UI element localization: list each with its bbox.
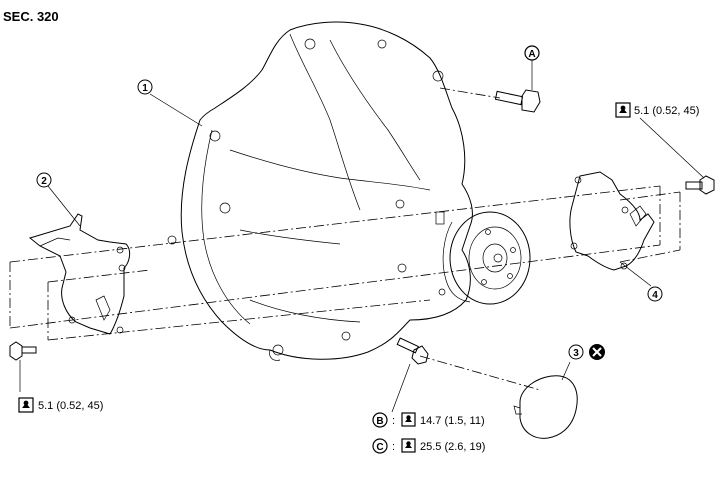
svg-text:14.7 (1.5, 11): 14.7 (1.5, 11) <box>420 415 485 427</box>
left-bracket <box>28 213 131 335</box>
torque-legend-c: C : 25.5 (2.6, 19) <box>372 438 485 454</box>
callout-2: 2 <box>36 172 52 188</box>
svg-text:25.5 (2.6, 19): 25.5 (2.6, 19) <box>420 441 485 453</box>
callout-3: 3 <box>568 344 584 360</box>
callout-4: 4 <box>647 286 663 302</box>
do-not-reuse-icon <box>589 344 605 360</box>
callout-a: A <box>524 45 540 61</box>
bolt-lower-left <box>9 341 37 392</box>
torque-wrench-icon <box>615 102 631 118</box>
plug <box>513 361 578 439</box>
svg-text:A: A <box>528 49 535 60</box>
torque-spec-upper-right: 5.1 (0.52, 45) <box>615 102 699 118</box>
right-bracket <box>569 171 655 271</box>
svg-text:2: 2 <box>41 176 47 187</box>
torque-wrench-icon <box>18 397 34 413</box>
svg-text:5.1 (0.52, 45): 5.1 (0.52, 45) <box>38 400 103 412</box>
svg-text:B: B <box>376 416 383 427</box>
svg-text:1: 1 <box>142 83 148 94</box>
bolt-upper-right <box>639 117 715 195</box>
section-label: SEC. 320 <box>3 9 59 24</box>
svg-text:5.1 (0.52, 45): 5.1 (0.52, 45) <box>634 105 699 117</box>
torque-wrench-icon <box>401 438 416 453</box>
bolt-a <box>494 60 541 113</box>
transaxle-case <box>167 21 531 361</box>
bolt-b <box>391 337 429 413</box>
torque-wrench-icon <box>401 412 416 427</box>
torque-spec-lower-left: 5.1 (0.52, 45) <box>18 397 103 413</box>
svg-text::: : <box>392 415 395 427</box>
svg-text:4: 4 <box>652 290 658 301</box>
svg-text:3: 3 <box>573 348 579 359</box>
svg-text::: : <box>392 441 395 453</box>
callout-1: 1 <box>137 79 153 95</box>
leader-lines <box>47 93 652 287</box>
alignment-box-lines <box>9 87 681 391</box>
torque-legend-b: B : 14.7 (1.5, 11) <box>372 412 485 428</box>
svg-text:C: C <box>376 442 383 453</box>
